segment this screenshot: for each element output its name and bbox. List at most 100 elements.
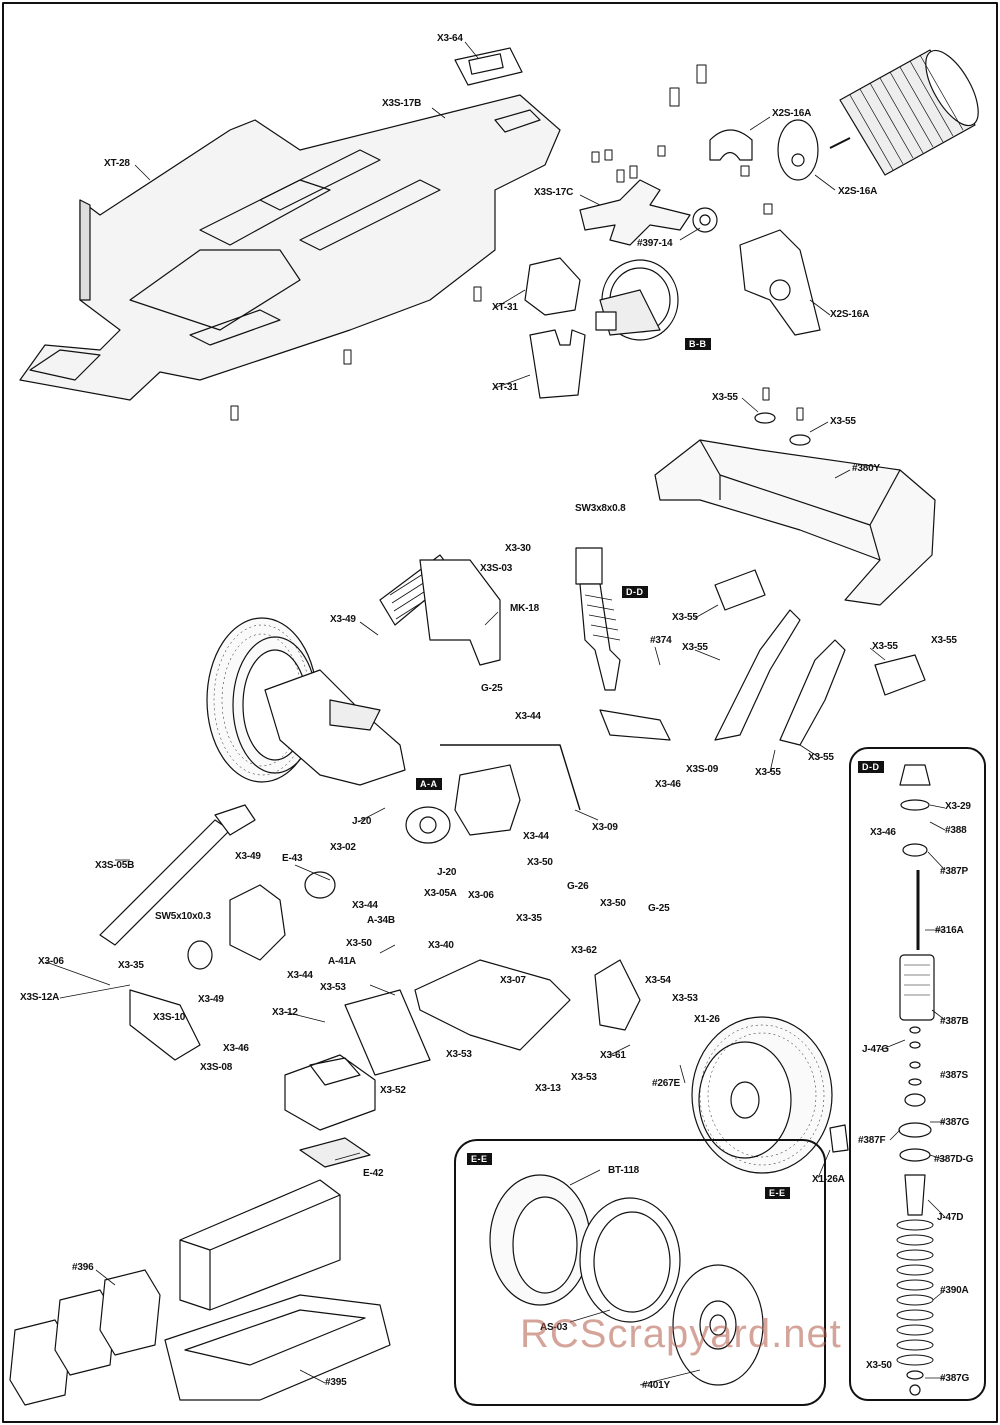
callout-397-14: #397-14 — [637, 238, 673, 249]
callout-x3s-12a: X3S-12A — [20, 992, 60, 1003]
detail-tag-e-e-main: E-E — [765, 1187, 790, 1199]
callout-388: #388 — [945, 825, 967, 836]
callout-x3s-05b: X3S-05B — [95, 860, 135, 871]
callout-x3s-17c: X3S-17C — [534, 187, 574, 198]
motor — [829, 49, 979, 176]
wheel-detail — [489, 1174, 764, 1386]
callout-j-20-b: J-20 — [437, 867, 457, 878]
callout-x3-55-d: X3-55 — [682, 642, 708, 653]
callout-x3-54: X3-54 — [645, 975, 671, 986]
callout-x3-06-b: X3-06 — [38, 956, 64, 967]
callout-x3-50-a: X3-50 — [527, 857, 553, 868]
callout-x3-46-c: X3-46 — [870, 827, 896, 838]
callout-x3-55-f: X3-55 — [931, 635, 957, 646]
esc-unit — [284, 1054, 376, 1131]
callout-x3-53-c: X3-53 — [446, 1049, 472, 1060]
battery-foam-blocks — [9, 1269, 161, 1406]
screws — [230, 64, 804, 421]
rear-shock-center — [575, 547, 621, 691]
detail-tag-a-a: A-A — [416, 778, 442, 790]
motor-plate — [777, 119, 819, 181]
callout-x3-35-a: X3-35 — [516, 913, 542, 924]
part-plate-small — [454, 47, 523, 86]
callout-x3-05a: X3-05A — [424, 888, 457, 899]
callout-x3-46-a: X3-46 — [655, 779, 681, 790]
callout-387d-g: #387D-G — [934, 1154, 974, 1165]
callout-x3-49-b: X3-49 — [235, 851, 261, 862]
callout-x1-26: X1-26 — [694, 1014, 720, 1025]
callout-bt-118: BT-118 — [608, 1165, 640, 1176]
callout-x3-55-b: X3-55 — [830, 416, 856, 427]
part-brace-x — [579, 179, 691, 246]
callout-387f: #387F — [858, 1135, 886, 1146]
callout-316a: #316A — [935, 925, 964, 936]
callout-x3-62: X3-62 — [571, 945, 597, 956]
callout-x3s-17b: X3S-17B — [382, 98, 422, 109]
callout-g-26: G-26 — [567, 881, 589, 892]
callout-x2s-16a-b: X2S-16A — [838, 186, 878, 197]
callout-x2s-16a-a: X2S-16A — [772, 108, 812, 119]
callout-x3-64: X3-64 — [437, 33, 463, 44]
detail-tag-e-e-box: E-E — [467, 1153, 492, 1165]
callout-x3-50-d: X3-50 — [866, 1360, 892, 1371]
detail-tag-d-d-main: D-D — [622, 586, 648, 598]
front-bulkhead — [229, 884, 286, 961]
callout-387g-a: #387G — [940, 1117, 970, 1128]
callout-380y: #380Y — [852, 463, 880, 474]
callout-a-41a: A-41A — [328, 956, 356, 967]
leader-lines — [45, 41, 946, 1386]
callout-387s: #387S — [940, 1070, 968, 1081]
callout-390a: #390A — [940, 1285, 969, 1296]
callout-396: #396 — [72, 1262, 94, 1273]
callout-x3s-08: X3S-08 — [200, 1062, 233, 1073]
callout-x3-44-a: X3-44 — [515, 711, 541, 722]
callout-x2s-16a-c: X2S-16A — [830, 309, 870, 320]
rear-gearbox — [405, 764, 521, 844]
callout-xt-31-a: XT-31 — [492, 302, 518, 313]
part-wing-strut — [714, 609, 801, 741]
callout-x3-44-b: X3-44 — [523, 831, 549, 842]
callout-x3-55-h: X3-55 — [755, 767, 781, 778]
callout-401y: #401Y — [642, 1380, 670, 1391]
callout-x3-29: X3-29 — [945, 801, 971, 812]
part-steering-link — [99, 819, 231, 946]
shock-exploded — [896, 764, 935, 1396]
callout-x3-46-b: X3-46 — [223, 1043, 249, 1054]
part-chassis-brace — [344, 989, 431, 1076]
callout-387g-b: #387G — [940, 1373, 970, 1384]
callout-x3-40: X3-40 — [428, 940, 454, 951]
callout-x3-13: X3-13 — [535, 1083, 561, 1094]
callout-x3-53-b: X3-53 — [672, 993, 698, 1004]
callout-387p: #387P — [940, 866, 968, 877]
rear-wing — [654, 439, 936, 606]
main-chassis-plate — [19, 94, 561, 401]
callout-x3-55-c: X3-55 — [672, 612, 698, 623]
callout-374: #374 — [650, 635, 672, 646]
callout-x3-55-g: X3-55 — [808, 752, 834, 763]
callout-x3-30: X3-30 — [505, 543, 531, 554]
callout-x3s-09: X3S-09 — [686, 764, 719, 775]
callout-x3-44-d: X3-44 — [287, 970, 313, 981]
callout-xt-28: XT-28 — [104, 158, 130, 169]
part-shock-tower — [419, 559, 501, 666]
callout-xt-31-b: XT-31 — [492, 382, 518, 393]
callout-x3-02: X3-02 — [330, 842, 356, 853]
callout-x3-35-b: X3-35 — [118, 960, 144, 971]
callout-e-43: E-43 — [282, 853, 303, 864]
detail-box-d-d — [849, 747, 986, 1401]
callout-x3-44-c: X3-44 — [352, 900, 378, 911]
battery-pack — [179, 1179, 341, 1311]
callout-x1-26a: X1-26A — [812, 1174, 845, 1185]
detail-box-e-e — [454, 1139, 826, 1406]
callout-j-20-a: J-20 — [352, 816, 372, 827]
callout-x3-07: X3-07 — [500, 975, 526, 986]
callout-x3-49-c: X3-49 — [198, 994, 224, 1005]
callout-x3-09: X3-09 — [592, 822, 618, 833]
callout-j-47g: J-47G — [862, 1044, 889, 1055]
callout-x3-12: X3-12 — [272, 1007, 298, 1018]
callout-x3-55-e: X3-55 — [872, 641, 898, 652]
watermark: RCScrapyard.net — [520, 1312, 842, 1356]
